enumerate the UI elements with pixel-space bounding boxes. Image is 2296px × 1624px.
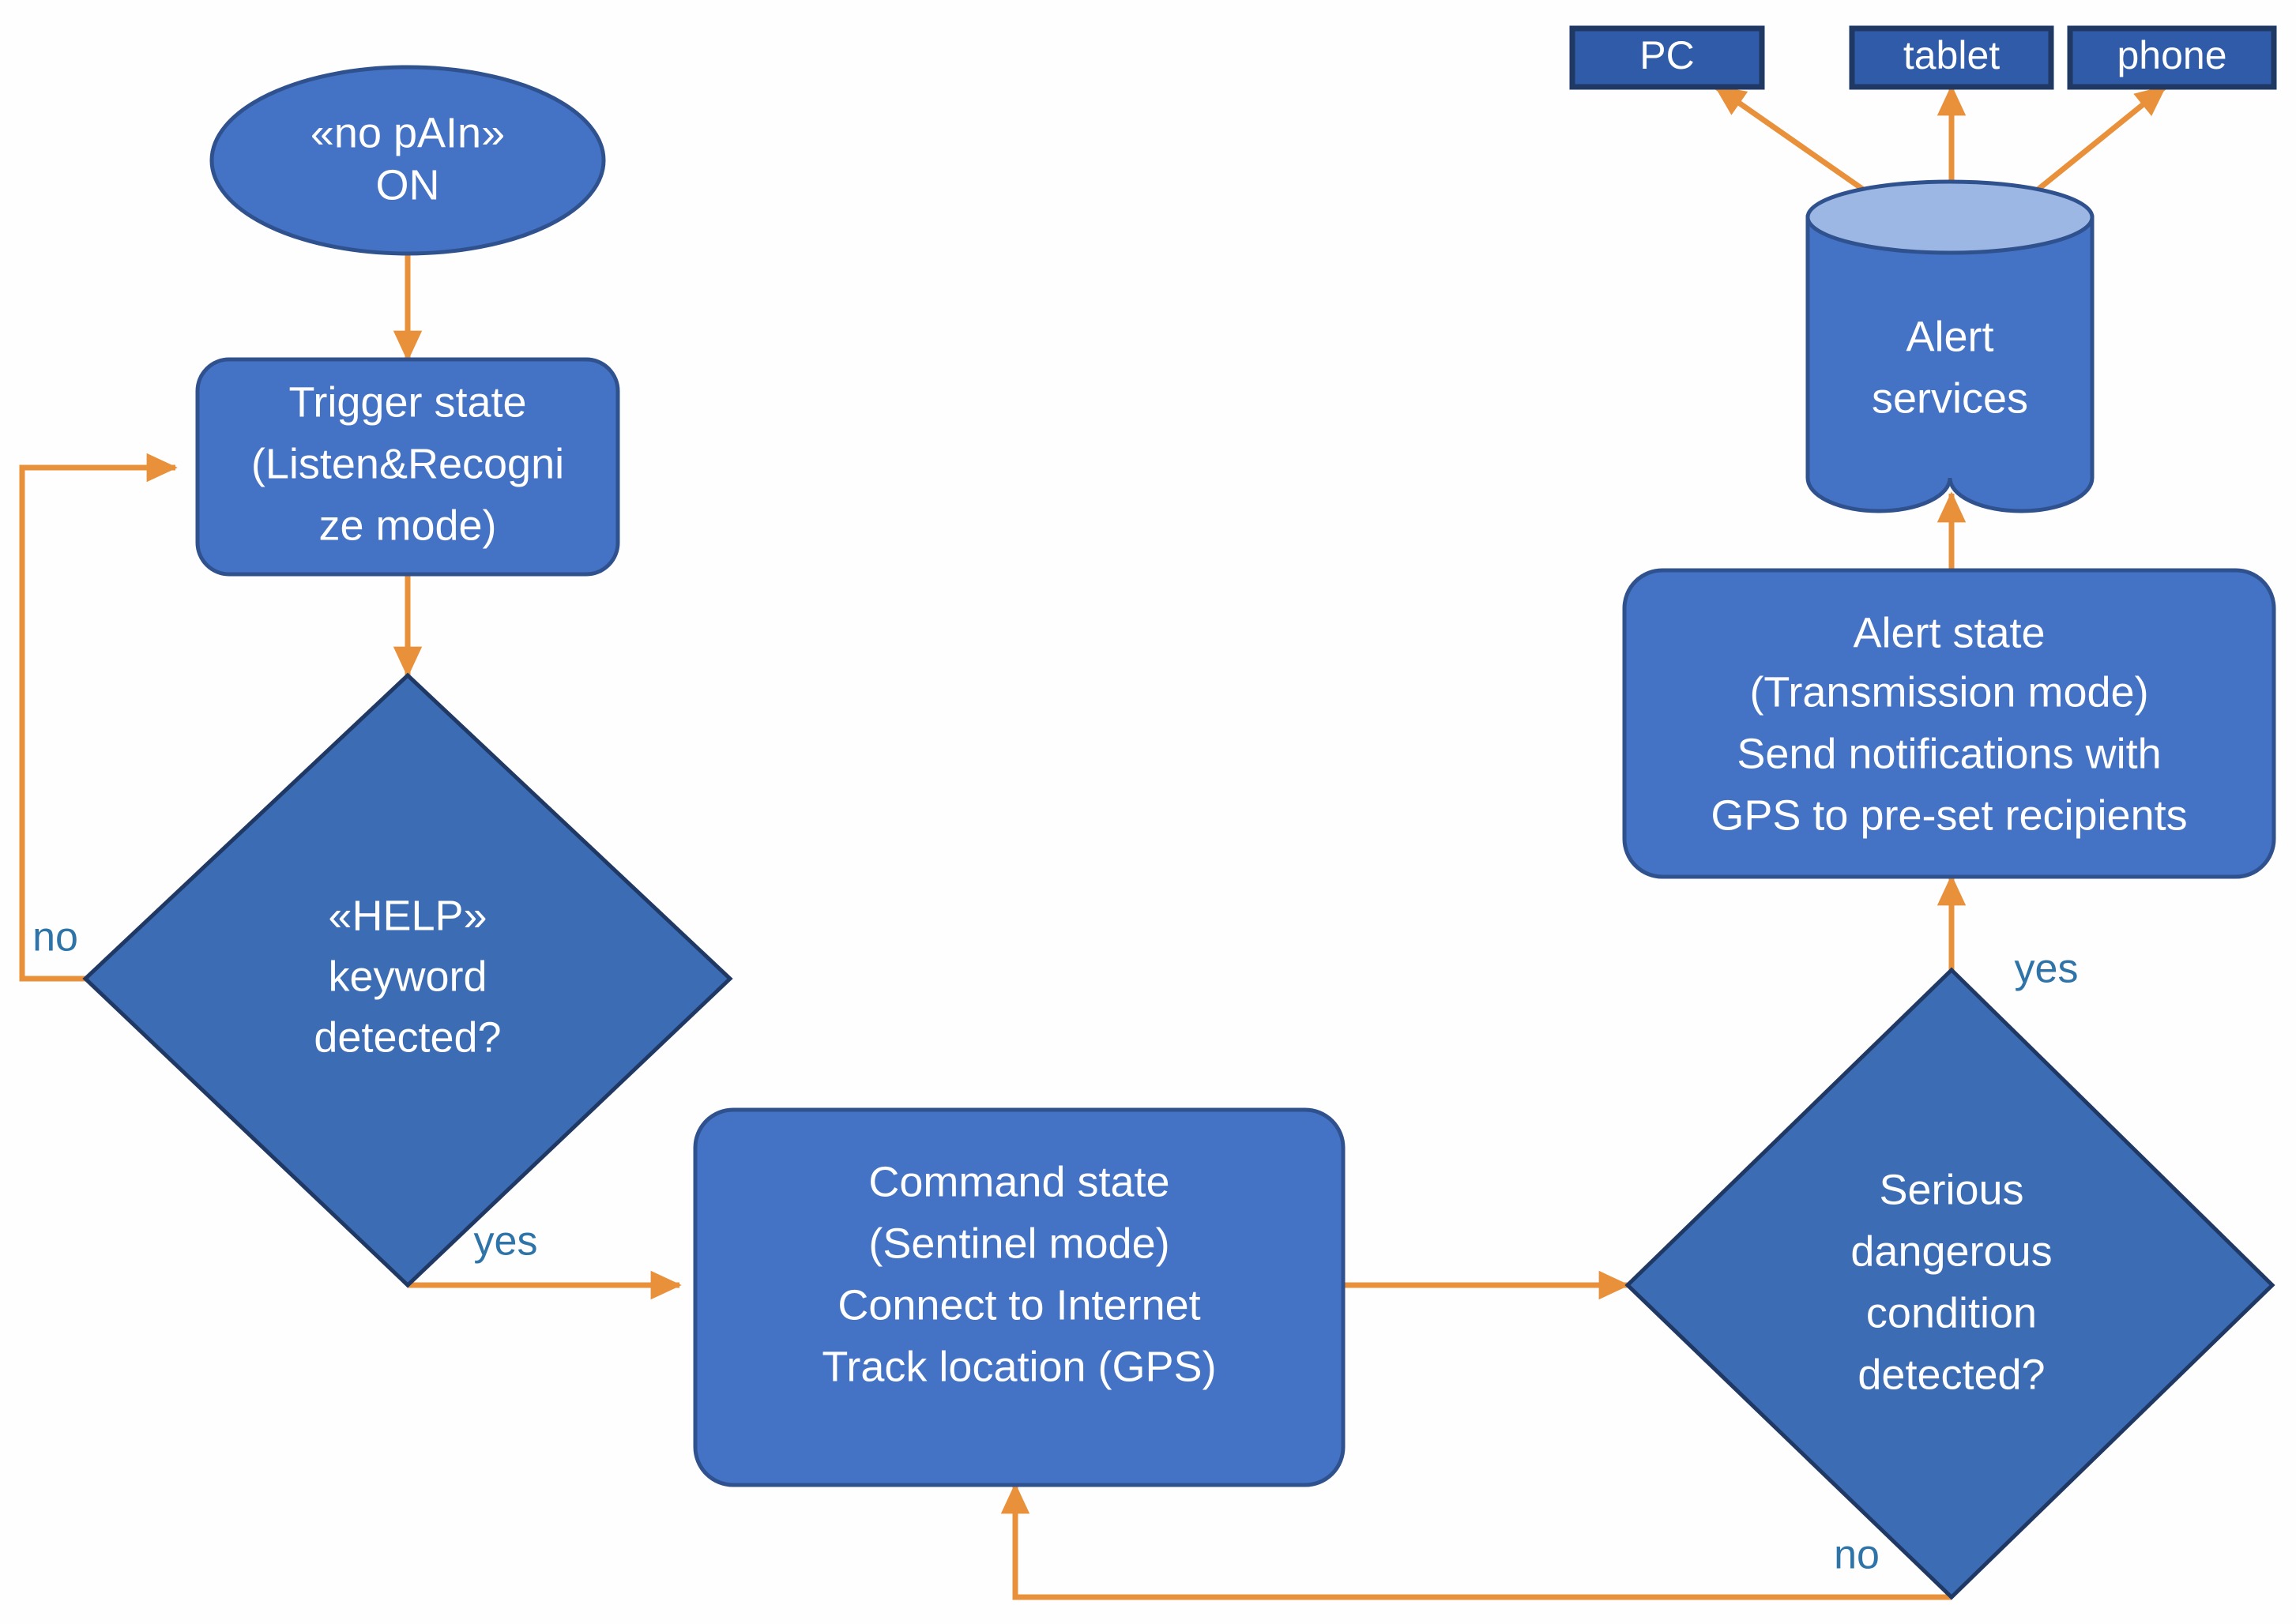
trigger-state-line-2: (Listen&Recogni	[251, 440, 564, 487]
alert-state-line-3: Send notifications with	[1737, 730, 2161, 777]
danger-decision-line-3: condition	[1866, 1289, 2037, 1336]
edge-label-help-no: no	[32, 915, 78, 960]
node-help-decision[interactable]: «HELP» keyword detected?	[82, 672, 733, 1288]
command-state-line-1: Command state	[868, 1158, 1169, 1205]
device-phone-label: phone	[2117, 33, 2226, 77]
edge-danger-no-loop	[1000, 1483, 1952, 1600]
edge-label-help-yes: yes	[474, 1219, 538, 1265]
command-state-line-3: Connect to Internet	[837, 1281, 1200, 1329]
device-phone-shape	[2067, 25, 2277, 90]
command-state-line-4: Track location (GPS)	[822, 1343, 1216, 1390]
alert-services-cylinder-top	[1805, 179, 2095, 255]
danger-decision-line-4: detected?	[1858, 1351, 2045, 1398]
help-decision-line-2: keyword	[328, 953, 487, 1000]
node-start[interactable]: «no pAIn» ON	[209, 65, 606, 256]
trigger-state-line-1: Trigger state	[288, 378, 526, 426]
trigger-state-shape	[195, 357, 620, 577]
device-phone[interactable]: phone	[2067, 25, 2277, 90]
command-state-shape	[693, 1107, 1346, 1487]
alert-state-line-1: Alert state	[1853, 609, 2045, 656]
alert-services-line-1: Alert	[1906, 313, 1993, 360]
device-pc-label: PC	[1639, 33, 1694, 77]
alert-state-line-4: GPS to pre-set recipients	[1711, 791, 2187, 839]
help-decision-line-3: detected?	[314, 1013, 501, 1061]
danger-decision-line-2: dangerous	[1850, 1227, 2052, 1275]
node-danger-decision[interactable]: Serious dangerous condition detected?	[1624, 967, 2275, 1600]
edge-services-to-phone	[2014, 85, 2167, 209]
danger-decision-line-1: Serious	[1879, 1166, 2023, 1213]
device-tablet[interactable]: tablet	[1849, 25, 2054, 90]
trigger-state-line-3: ze mode)	[318, 502, 496, 549]
edge-help-no-loop	[19, 453, 178, 982]
help-decision-shape	[82, 672, 733, 1288]
node-alert-services[interactable]: Alert services	[1805, 179, 2095, 513]
alert-services-cylinder-body	[1805, 215, 2095, 513]
edge-label-danger-yes: yes	[2015, 946, 2079, 992]
node-trigger-state[interactable]: Trigger state (Listen&Recogni ze mode)	[195, 357, 620, 577]
device-tablet-label: tablet	[1903, 33, 2000, 77]
node-command-state[interactable]: Command state (Sentinel mode) Connect to…	[693, 1107, 1346, 1487]
edge-services-to-pc	[1714, 85, 1891, 209]
help-decision-line-1: «HELP»	[328, 892, 487, 939]
alert-state-shape	[1622, 568, 2276, 879]
danger-decision-shape	[1624, 967, 2275, 1600]
node-alert-state[interactable]: Alert state (Transmission mode) Send not…	[1622, 568, 2276, 879]
device-pc-shape	[1569, 25, 1765, 90]
start-line-1: «no pAIn»	[311, 109, 505, 156]
device-pc[interactable]: PC	[1569, 25, 1765, 90]
start-ellipse-shape	[209, 65, 606, 256]
start-line-2: ON	[376, 161, 440, 209]
command-state-line-2: (Sentinel mode)	[868, 1220, 1169, 1267]
edge-label-danger-no: no	[1834, 1532, 1880, 1578]
alert-services-line-2: services	[1872, 374, 2028, 422]
device-tablet-shape	[1849, 25, 2054, 90]
alert-state-line-2: (Transmission mode)	[1749, 668, 2148, 716]
